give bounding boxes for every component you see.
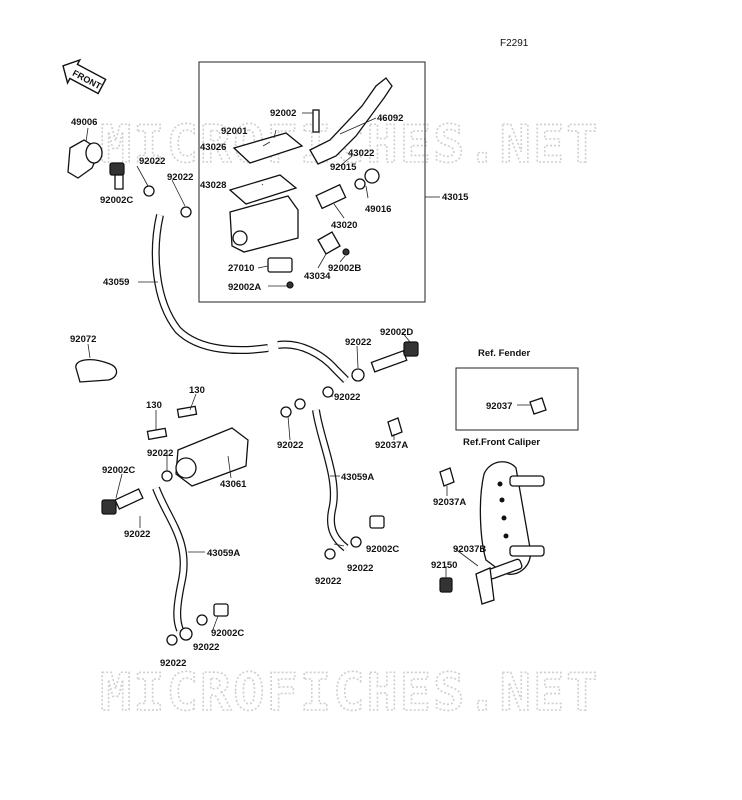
label-43022: 43022 [348, 148, 374, 159]
label-92037a-a: 92037A [375, 440, 408, 451]
label-92002b: 92002B [328, 263, 361, 274]
label-92002c-a: 92002C [100, 195, 133, 206]
figure-code: F2291 [500, 38, 529, 49]
label-43026: 43026 [200, 142, 226, 153]
reservoir-cap-43026 [232, 132, 304, 164]
label-92037b: 92037B [453, 544, 486, 555]
piston-43020 [315, 183, 347, 210]
label-130-b: 130 [146, 400, 162, 411]
assembly-box-43015 [198, 61, 426, 303]
label-43061: 43061 [220, 479, 247, 490]
label-92002c-b: 92002C [102, 465, 135, 476]
ref-fender-label: Ref. Fender [478, 348, 531, 359]
label-43028: 43028 [200, 180, 226, 191]
clip-92037a-b [439, 467, 455, 487]
front-arrow-icon: FRONT [62, 58, 107, 95]
label-43015: 43015 [442, 192, 469, 203]
label-43059a-a: 43059A [341, 472, 374, 483]
ref-fender-box [455, 367, 579, 431]
diaphragm-43028 [228, 174, 298, 205]
label-27010: 27010 [228, 263, 254, 274]
label-92001: 92001 [221, 126, 248, 137]
label-92037a-b: 92037A [433, 497, 466, 508]
label-43034: 43034 [304, 271, 331, 282]
label-92037-fender: 92037 [486, 401, 512, 412]
clip-92037-fender [529, 397, 547, 415]
watermark-bottom: MICROFICHES.NET [100, 663, 600, 723]
part-labels: 49006 92022 92022 92002C 92002 92001 430… [70, 108, 540, 669]
label-43059: 43059 [103, 277, 129, 288]
label-92002: 92002 [270, 108, 296, 119]
label-92002d: 92002D [380, 327, 413, 338]
label-92022-a: 92022 [139, 156, 165, 167]
caliper-bracket [475, 461, 545, 605]
label-92022-e: 92022 [147, 448, 173, 459]
leader-lines [85, 112, 530, 633]
label-92022-i: 92022 [347, 563, 373, 574]
label-92022-g: 92022 [124, 529, 150, 540]
label-92002c-d: 92002C [211, 628, 244, 639]
label-92022-h: 92022 [315, 576, 341, 587]
label-130-a: 130 [189, 385, 205, 396]
label-92002a: 92002A [228, 282, 261, 293]
label-92022-c: 92022 [345, 337, 371, 348]
ref-front-caliper-label: Ref.Front Caliper [463, 437, 540, 448]
label-92150: 92150 [431, 560, 457, 571]
label-92015: 92015 [330, 162, 357, 173]
switch-27010 [267, 257, 293, 273]
washer-92022-a [143, 185, 155, 197]
label-92072: 92072 [70, 334, 96, 345]
banjo-bolt-left [101, 488, 144, 515]
label-92022-d: 92022 [334, 392, 360, 403]
clamp-92072 [75, 358, 118, 383]
label-46092: 46092 [377, 113, 403, 124]
label-92022-k: 92022 [160, 658, 186, 669]
label-49006: 49006 [71, 117, 97, 128]
label-92022-f: 92022 [277, 440, 303, 451]
label-92022-j: 92022 [193, 642, 219, 653]
boot-49006 [67, 139, 103, 179]
bolt-92150 [439, 577, 453, 593]
banjo-bolt-top [109, 162, 125, 190]
brake-lever-46092 [309, 77, 393, 165]
label-49016: 49016 [365, 204, 391, 215]
clip-92037a-a [387, 417, 403, 437]
washer-92022-b [180, 206, 192, 218]
label-92022-b: 92022 [167, 172, 193, 183]
label-43059a-b: 43059A [207, 548, 240, 559]
label-92002c-c: 92002C [366, 544, 399, 555]
banjo-bolt-92002d [370, 341, 419, 373]
label-43020: 43020 [331, 220, 357, 231]
